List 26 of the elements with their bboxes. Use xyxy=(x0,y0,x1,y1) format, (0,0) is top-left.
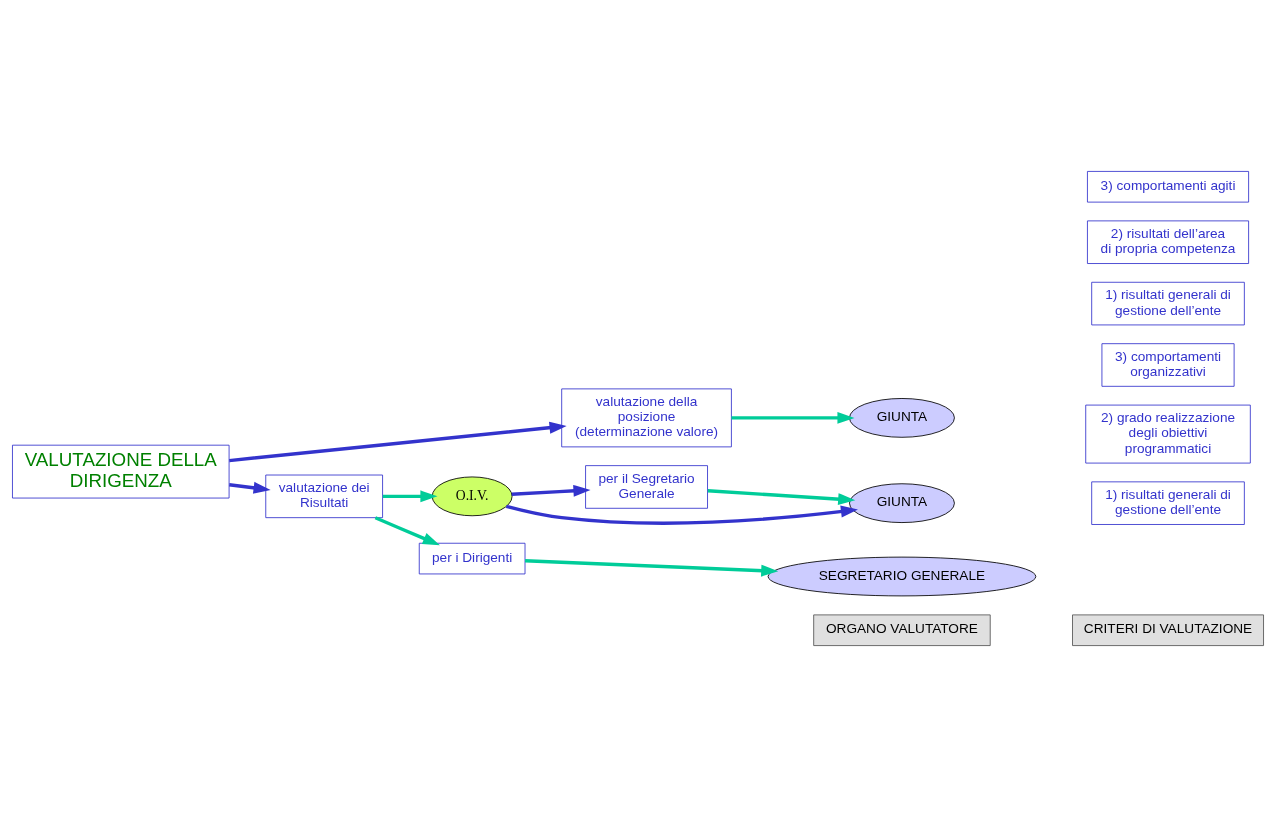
node-box: 2) grado realizzazione degli obiettivi programmatici xyxy=(1085,404,1251,463)
arrow xyxy=(382,489,438,502)
node-box: CRITERI DI VALUTAZIONE xyxy=(1072,613,1264,646)
arrow xyxy=(511,484,591,497)
node-box: ORGANO VALUTATORE xyxy=(813,613,991,646)
arrow xyxy=(229,421,567,462)
node-box: per il Segretario Generale xyxy=(585,464,708,509)
node-box: valutazione della posizione (determinazione valore) xyxy=(561,387,732,447)
node-box: VALUTAZIONE DELLA DIRIGENZA xyxy=(12,444,230,498)
arrow xyxy=(374,515,440,545)
node-box: 3) comportamenti agiti xyxy=(1087,170,1250,203)
node-ellipse: GIUNTA xyxy=(849,482,955,523)
node-box: 3) comportamenti organizzativi xyxy=(1101,342,1235,387)
node-box: 1) risultati generali di gestione dell’ente xyxy=(1091,480,1245,525)
node-ellipse: O.I.V. xyxy=(431,476,513,516)
arrow xyxy=(525,558,779,577)
arrow xyxy=(707,488,856,505)
node-box: valutazione dei Risultati xyxy=(265,474,383,518)
arrow xyxy=(505,504,858,525)
node-ellipse: SEGRETARIO GENERALE xyxy=(767,556,1037,596)
arrow xyxy=(731,411,855,424)
arrow xyxy=(229,481,271,494)
node-box: per i Dirigenti xyxy=(418,542,526,574)
node-box: 2) risultati dell’area di propria competenza xyxy=(1087,219,1250,264)
node-ellipse: GIUNTA xyxy=(849,397,955,438)
node-box: 1) risultati generali di gestione dell’ente xyxy=(1091,281,1245,325)
